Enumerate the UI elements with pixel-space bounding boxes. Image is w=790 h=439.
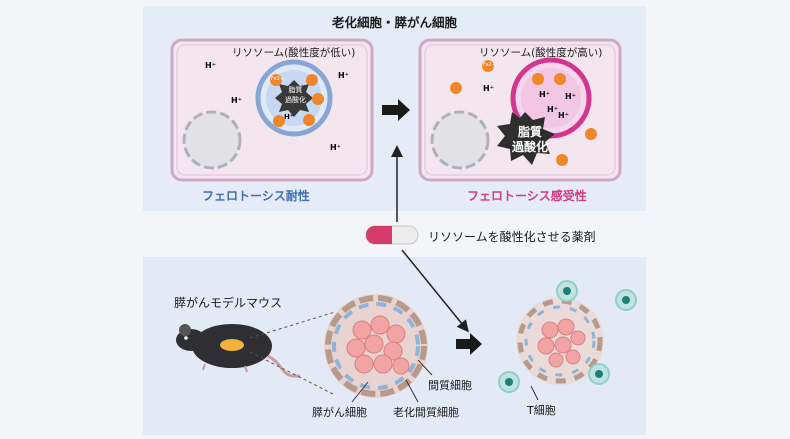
svg-text:H⁺: H⁺ [558, 111, 569, 120]
lipid-peroxidation-big [497, 112, 555, 165]
svg-text:H⁺: H⁺ [565, 92, 576, 101]
zoom-line-bottom [249, 351, 336, 396]
page-title: 老化細胞・膵がん細胞 [332, 15, 458, 30]
iron-label: Fe2+ [483, 62, 497, 68]
mouse-label: 膵がんモデルマウス [174, 296, 283, 310]
arrow-right-bottom [456, 333, 482, 355]
svg-text:H⁺: H⁺ [483, 84, 494, 93]
lipid-peroxidation-small [275, 80, 313, 117]
svg-text:H⁺: H⁺ [539, 90, 550, 99]
svg-text:H⁺: H⁺ [330, 143, 341, 152]
ferroptosis-susceptible-label: フェロトーシス感受性 [467, 189, 587, 203]
iron-ions-left [270, 74, 324, 127]
mouse-illustration [176, 324, 301, 378]
lipid-small-text: 脂質過酸化 [285, 86, 306, 104]
arrow-to-treated-tumor [401, 249, 469, 333]
t-cells [498, 280, 637, 393]
drug-label: リソソームを酸性化させる薬剤 [428, 230, 596, 244]
ferroptosis-resistant-label: フェロトーシス耐性 [202, 189, 310, 203]
zoom-line-top [249, 311, 336, 339]
tumor-untreated [324, 294, 428, 398]
drug-pill-icon [365, 225, 419, 245]
cell-resistant: H⁺ H⁺ H⁺ H⁺ H⁺ [170, 38, 374, 182]
cell-susceptible: H⁺ H⁺ H⁺ H⁺ H⁺ [418, 38, 622, 182]
lipid-big-text: 脂質過酸化 [512, 125, 549, 154]
svg-text:H⁺: H⁺ [231, 96, 242, 105]
svg-text:H⁺: H⁺ [338, 71, 349, 80]
senescent-stromal-label: 老化間質細胞 [393, 406, 459, 419]
iron-label: Fe2+ [271, 76, 285, 82]
lysosome-high-label: リソソーム(酸性度が高い) [479, 47, 603, 59]
stromal-cell-label: 間質細胞 [428, 379, 472, 392]
svg-text:H⁺: H⁺ [205, 61, 216, 70]
svg-text:H⁺: H⁺ [284, 113, 294, 121]
arrow-right-top [382, 99, 410, 121]
cancer-cell-label: 膵がん細胞 [312, 406, 367, 419]
t-cell-label: T細胞 [527, 404, 556, 417]
svg-text:H⁺: H⁺ [547, 105, 558, 114]
tumor-treated [516, 297, 604, 385]
iron-ions-right [450, 60, 597, 166]
lysosome-low-label: リソソーム(酸性度が低い) [232, 47, 356, 59]
